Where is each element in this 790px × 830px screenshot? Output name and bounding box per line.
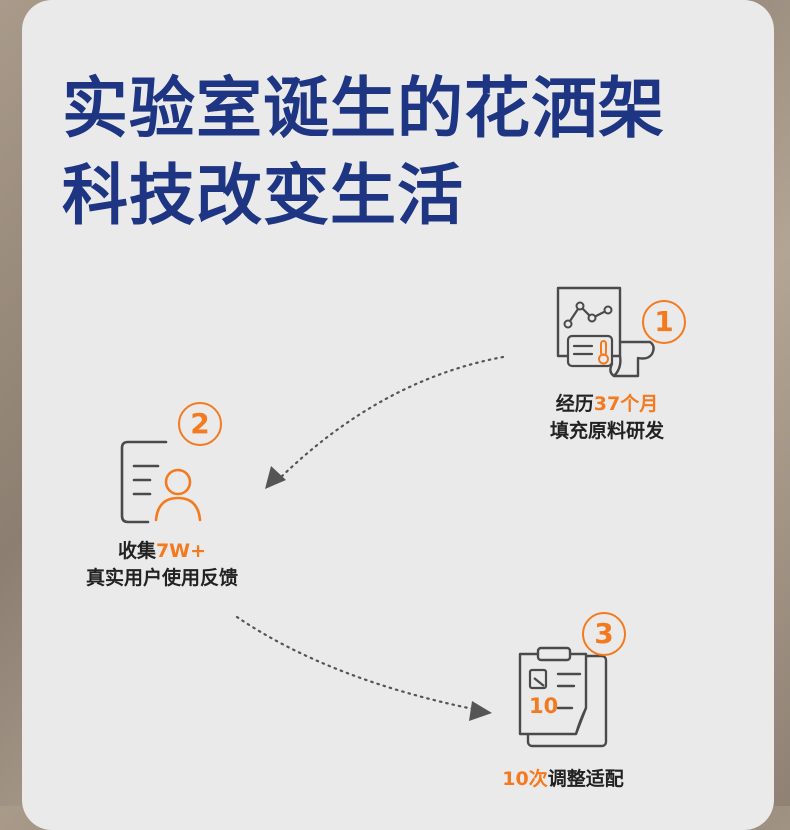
step-2-caption: 收集7W+ 真实用户使用反馈 — [62, 538, 262, 592]
step-1-caption-highlight: 37个月 — [593, 393, 659, 415]
step-3-caption: 10次调整适配 — [478, 766, 648, 793]
clipboard-number: 10 — [529, 694, 559, 718]
step-1-caption-prefix: 经历 — [555, 393, 594, 415]
step-2-caption-prefix: 收集 — [117, 540, 156, 562]
step-3-caption-highlight: 10次 — [502, 768, 548, 790]
step-2-caption-line-1: 收集7W+ — [62, 538, 262, 565]
step-2-caption-highlight: 7W+ — [155, 540, 207, 562]
step-2-badge: 2 — [178, 402, 222, 446]
step-1-caption: 经历37个月 填充原料研发 — [522, 391, 692, 445]
headline-line-2: 科技改变生活 — [62, 157, 464, 234]
step-2-caption-line-2: 真实用户使用反馈 — [85, 567, 238, 589]
content-card — [22, 0, 774, 830]
step-1-badge: 1 — [642, 300, 686, 344]
arrow-step2-to-step3 — [235, 615, 480, 712]
headline-line-1: 实验室诞生的花洒架 — [62, 70, 665, 147]
arrow-step1-to-step2 — [276, 355, 505, 482]
step-1-caption-line-1: 经历37个月 — [522, 391, 692, 418]
step-3-badge: 3 — [582, 612, 626, 656]
arrowhead-step2 — [265, 466, 286, 489]
arrowhead-step3 — [469, 701, 492, 721]
clipboard-checklist-icon — [518, 646, 608, 748]
user-feedback-document-icon — [120, 440, 202, 524]
flow-arrows — [235, 355, 505, 721]
step-3-caption-suffix: 调整适配 — [547, 768, 624, 790]
step-1-caption-line-2: 填充原料研发 — [549, 420, 664, 442]
lab-report-chart-thermometer-icon — [556, 286, 655, 378]
